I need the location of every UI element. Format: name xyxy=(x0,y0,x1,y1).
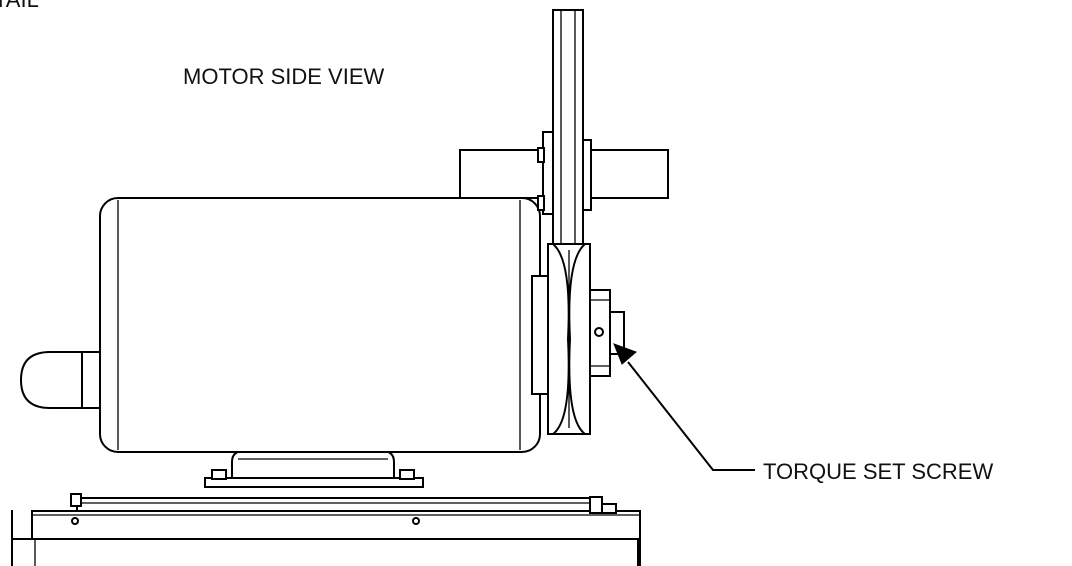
base-plate xyxy=(11,493,641,566)
v-belt-pulley xyxy=(531,243,591,435)
arrowhead-icon xyxy=(613,343,637,365)
motor-body xyxy=(99,197,541,453)
base-bolt-hole-right xyxy=(412,517,420,525)
pulley-hub xyxy=(589,289,625,377)
set-screw-icon xyxy=(594,327,604,337)
torque-set-screw-label: TORQUE SET SCREW xyxy=(763,459,994,484)
callout-leader xyxy=(613,343,755,471)
cropped-header-fragment: TAIL xyxy=(0,0,39,13)
view-title: MOTOR SIDE VIEW xyxy=(183,64,385,89)
base-bolt-hole-left xyxy=(71,517,79,525)
motor-feet xyxy=(204,450,424,488)
